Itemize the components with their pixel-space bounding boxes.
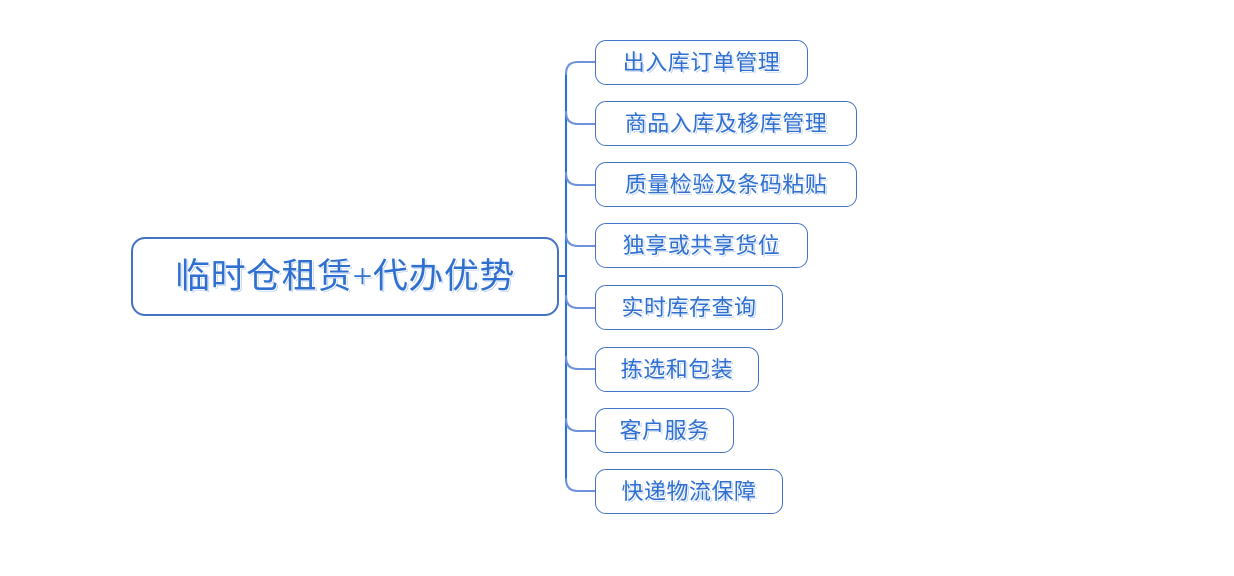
branch-node-5[interactable]: 实时库存查询 (595, 285, 783, 330)
branch-node-label: 出入库订单管理 (622, 49, 781, 75)
branch-node-6[interactable]: 拣选和包装 (595, 347, 759, 392)
branch-node-label: 客户服务 (619, 417, 710, 443)
branch-node-label: 快递物流保障 (621, 478, 757, 504)
root-node[interactable]: 临时仓租赁+代办优势 (131, 237, 559, 316)
branch-node-4[interactable]: 独享或共享货位 (595, 223, 808, 268)
connector-branch-4 (564, 294, 597, 310)
connector-branch-3 (564, 232, 597, 248)
root-node-label: 临时仓租赁+代办优势 (175, 257, 515, 296)
connector-branch-5 (564, 355, 597, 371)
connector-branch-2 (564, 171, 597, 187)
connector-branch-7 (564, 477, 597, 493)
branch-node-label: 实时库存查询 (621, 294, 757, 320)
branch-node-label: 拣选和包装 (620, 356, 734, 382)
branch-node-label: 独享或共享货位 (622, 232, 781, 258)
branch-node-1[interactable]: 出入库订单管理 (595, 40, 808, 85)
connector-branch-1 (564, 110, 597, 126)
branch-node-8[interactable]: 快递物流保障 (595, 469, 783, 514)
branch-node-3[interactable]: 质量检验及条码粘贴 (595, 162, 857, 207)
connector-branch-0 (564, 60, 597, 76)
connector-branch-6 (564, 417, 597, 433)
branch-node-label: 商品入库及移库管理 (624, 110, 828, 136)
branch-node-7[interactable]: 客户服务 (595, 408, 734, 453)
branch-node-2[interactable]: 商品入库及移库管理 (595, 101, 857, 146)
branch-node-label: 质量检验及条码粘贴 (624, 171, 828, 197)
